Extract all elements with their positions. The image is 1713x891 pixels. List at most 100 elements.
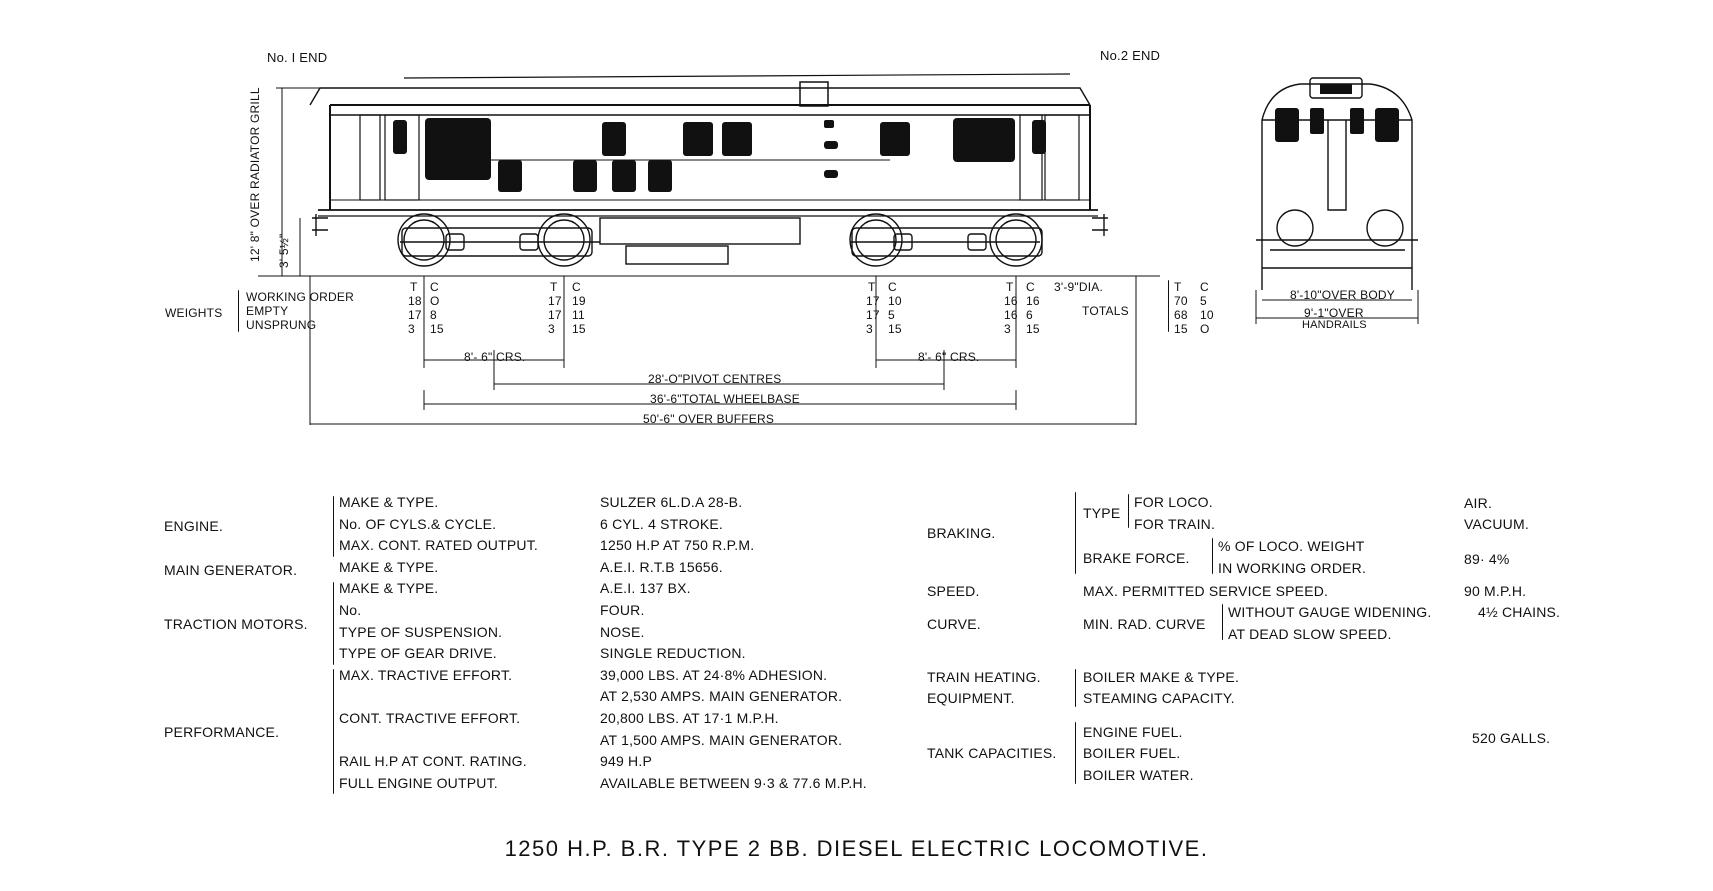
curve-line1: WITHOUT GAUGE WIDENING. [1228, 604, 1432, 620]
loco-side-windows [393, 118, 1046, 192]
totals-c-header: C [1200, 280, 1209, 294]
totals-t-working: 70 [1174, 294, 1188, 308]
spec-value: A.E.I. 137 BX. [600, 580, 691, 597]
over-buffers-label: 50'-6" OVER BUFFERS [643, 412, 775, 426]
curve-label: MIN. RAD. CURVE [1083, 616, 1206, 632]
spec-value: 1250 H.P AT 750 R.P.M. [600, 537, 755, 554]
drawing-title: 1250 H.P. B.R. TYPE 2 BB. DIESEL ELECTRI… [504, 836, 1209, 861]
axle-4-c-value: 6 [1026, 308, 1033, 322]
axle-2-t-header: T [550, 280, 558, 294]
axle-4-c-value: 16 [1026, 294, 1040, 308]
curve-line2: AT DEAD SLOW SPEED. [1228, 626, 1392, 642]
bogie1-centres-label: 8'- 6" CRS. [464, 350, 526, 364]
totals-t-unsprung: 15 [1174, 322, 1188, 336]
pivot-centres-label: 28'-O"PIVOT CENTRES [648, 372, 782, 386]
heating-brace [1075, 669, 1076, 707]
axle-2-t-value: 3 [548, 322, 555, 336]
spec-value: NOSE. [600, 623, 645, 640]
handrail-width-label: 9'-1"OVER [1304, 306, 1364, 320]
brake-force-label: BRAKE FORCE. [1083, 550, 1190, 566]
totals-c-empty: 10 [1200, 308, 1214, 322]
heating-group-line1: TRAIN HEATING. [927, 669, 1041, 685]
totals-label: TOTALS [1082, 304, 1129, 318]
buffer-height-label: 3' 5½" [277, 233, 291, 268]
brake-force-line2: IN WORKING ORDER. [1218, 560, 1367, 576]
spec-label: MAX. TRACTIVE EFFORT. [339, 666, 513, 683]
spec-group-label: PERFORMANCE. [164, 723, 280, 740]
spec-value: 949 H.P [600, 753, 652, 770]
wheel-diameter-label: 3'-9"DIA. [1054, 280, 1104, 294]
brake-for-train: FOR TRAIN. [1134, 516, 1216, 532]
totals-t-header: T [1174, 280, 1182, 294]
spec-value: SULZER 6L.D.A 28-B. [600, 494, 743, 510]
spec-value: 20,800 LBS. AT 17·1 M.P.H. [600, 710, 779, 726]
axle-2-c-value: 19 [572, 294, 586, 308]
spec-value: AVAILABLE BETWEEN 9·3 & 77.6 M.P.H. [600, 774, 867, 791]
spec-label: TYPE OF GEAR DRIVE. [339, 645, 497, 662]
dimension-lines [309, 276, 1137, 425]
weights-row-working: WORKING ORDER [246, 290, 354, 304]
axle-3-t-value: 17 [866, 294, 880, 308]
body-width-label: 8'-10"OVER BODY [1290, 288, 1395, 302]
axle-3-c-value: 10 [888, 294, 902, 308]
spec-value: 6 CYL. 4 STROKE. [600, 515, 724, 532]
end-view-dimensions [1255, 290, 1419, 324]
braking-type-brace [1128, 494, 1129, 528]
axle-2-t-value: 17 [548, 308, 562, 322]
spec-value: AT 2,530 AMPS. MAIN GENERATOR. [600, 688, 843, 705]
weights-row-unsprung: UNSPRUNG [246, 318, 317, 332]
braking-brace [1075, 492, 1076, 574]
axle-1-c-value: O [430, 294, 440, 308]
spec-label: MAX. CONT. RATED OUTPUT. [339, 537, 538, 554]
brake-loco-value: AIR. [1464, 495, 1493, 511]
axle-2-c-value: 15 [572, 322, 586, 336]
spec-group-label: ENGINE. [164, 518, 223, 535]
heating-line2: STEAMING CAPACITY. [1083, 690, 1235, 706]
spec-value: AT 1,500 AMPS. MAIN GENERATOR. [600, 731, 843, 748]
axle-3-t-value: 3 [866, 322, 873, 336]
axle-1-c-value: 15 [430, 322, 444, 336]
spec-group-label: TRACTION MOTORS. [164, 615, 308, 632]
axle-1-t-value: 17 [408, 308, 422, 322]
brake-train-value: VACUUM. [1464, 516, 1529, 532]
height-dimension-label: 12' 8" OVER RADIATOR GRILL [248, 87, 262, 262]
heating-group-line2: EQUIPMENT. [927, 690, 1015, 706]
axle-4-t-value: 16 [1004, 294, 1018, 308]
curve-value: 4½ CHAINS. [1478, 604, 1561, 620]
axle-3-c-value: 15 [888, 322, 902, 336]
braking-type-label: TYPE [1083, 505, 1121, 521]
spec-label: CONT. TRACTIVE EFFORT. [339, 710, 521, 726]
axle-4-c-header: C [1026, 280, 1035, 294]
axle-4-t-header: T [1006, 280, 1014, 294]
axle-4-c-value: 15 [1026, 322, 1040, 336]
totals-t-empty: 68 [1174, 308, 1188, 322]
totals-c-unsprung: O [1200, 322, 1210, 336]
brake-for-loco: FOR LOCO. [1134, 494, 1213, 510]
spec-label: No. OF CYLS.& CYCLE. [339, 515, 497, 532]
axle-2-c-header: C [572, 280, 581, 294]
loco-end-view [1256, 77, 1418, 290]
tanks-brace [1075, 722, 1076, 784]
spec-value: A.E.I. R.T.B 15656. [600, 558, 723, 575]
no1-end-label: No. I END [267, 50, 328, 65]
spec-group-brace [333, 496, 334, 557]
axle-3-c-value: 5 [888, 308, 895, 322]
speed-label: MAX. PERMITTED SERVICE SPEED. [1083, 583, 1329, 599]
speed-value: 90 M.P.H. [1464, 583, 1527, 599]
heating-line1: BOILER MAKE & TYPE. [1083, 669, 1240, 685]
totals-brace [1168, 280, 1169, 332]
tanks-value: 520 GALLS. [1472, 730, 1551, 746]
axle-1-t-header: T [410, 280, 418, 294]
axle-2-t-value: 17 [548, 294, 562, 308]
axle-1-t-value: 18 [408, 294, 422, 308]
axle-4-t-value: 3 [1004, 322, 1011, 336]
axle-4-t-value: 16 [1004, 308, 1018, 322]
brake-force-value: 89· 4% [1464, 551, 1510, 567]
spec-group-brace [333, 668, 334, 795]
buffers [312, 214, 1108, 236]
curve-brace [1222, 604, 1223, 640]
spec-label: TYPE OF SUSPENSION. [339, 623, 503, 640]
brake-force-line1: % OF LOCO. WEIGHT [1218, 538, 1365, 554]
spec-label: MAKE & TYPE. [339, 494, 439, 510]
